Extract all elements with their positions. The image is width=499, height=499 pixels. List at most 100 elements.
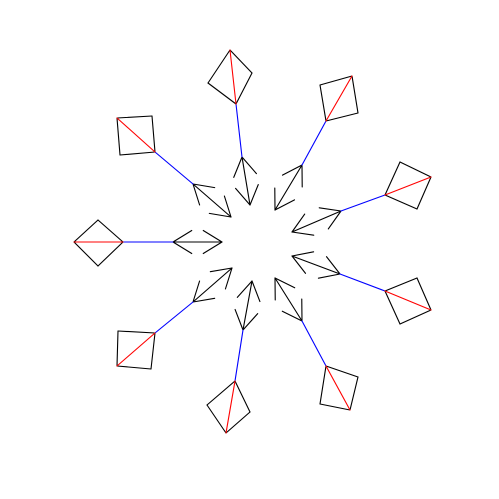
arm-top-right-blue-shaft	[301, 120, 327, 166]
arm-top-right-box-edge-1	[319, 84, 327, 122]
arm-bottom-left-arrow-shaft	[192, 267, 233, 303]
arm-top-left-blue-shaft	[154, 151, 194, 185]
arm-right-lower-box-edge-4	[384, 277, 418, 292]
arm-bottom-arrow-shaft	[242, 280, 253, 331]
arm-right-lower-blue-shaft	[339, 273, 386, 292]
arm-left-box-edge-1	[97, 219, 124, 243]
arm-right-lower-arrow-outer-head-left	[325, 256, 341, 275]
arm-left	[73, 219, 223, 267]
arm-bottom-left-arrow-inner-head-right	[224, 267, 233, 290]
arm-bottom-left-box-edge-2	[116, 330, 119, 367]
arm-top-left-arrow-inner-head-left	[223, 195, 232, 218]
arm-right-lower	[291, 251, 432, 325]
arm-bottom-right-box-edge-4	[325, 365, 359, 378]
arm-bottom-box-edge-3	[225, 411, 251, 434]
arm-right-lower-arrow-shaft	[291, 255, 341, 275]
arm-bottom-arrow-outer-head-left	[242, 313, 259, 331]
arm-right-upper-arrow-inner-head-right	[291, 213, 306, 233]
arm-right-upper-red-diagonal	[384, 176, 432, 196]
arm-top-left-box-edge-2	[116, 117, 121, 156]
arm-right-lower-arrow-outer-head-right	[317, 273, 341, 279]
arm-top-box-edge-3	[229, 49, 253, 74]
arm-left-box-edge-3	[73, 241, 99, 267]
arm-right-lower-arrow-inner-head-left	[291, 255, 307, 274]
arm-bottom-right-arrow-shaft	[274, 277, 303, 322]
arm-top-left-red-diagonal	[116, 117, 156, 153]
arm-bottom-left	[116, 267, 233, 370]
arm-top-box-edge-2	[207, 49, 231, 84]
arm-bottom-left-box-edge-4	[150, 332, 156, 370]
arm-bottom-box-edge-1	[206, 380, 236, 406]
arm-group	[73, 49, 432, 434]
arm-top-left-box-edge-1	[119, 151, 156, 156]
arm-top-right-box-edge-2	[319, 75, 353, 86]
arm-top-left-arrow-shaft	[192, 183, 232, 218]
arm-left-arrow-inner-head-right	[202, 241, 223, 255]
arm-top-left-box-edge-3	[116, 115, 153, 119]
arm-top-arrow-outer-head-left	[233, 156, 243, 178]
arm-bottom-right-arrow-outer-head-right	[281, 310, 303, 322]
arm-bottom-box-edge-4	[234, 380, 251, 413]
arm-top-left-arrow-outer-head-left	[192, 183, 201, 206]
arm-top-right-red-diagonal	[325, 75, 353, 122]
arm-right-upper-blue-shaft	[340, 194, 386, 212]
arm-right-lower-box-edge-3	[416, 277, 432, 311]
arm-top-box-edge-4	[235, 72, 253, 105]
arm-right-upper-arrow-inner-head-left	[291, 231, 315, 236]
arm-top-red-diagonal	[229, 49, 237, 105]
arm-top-arrow-shaft	[241, 156, 251, 206]
arm-right-upper-arrow-outer-head-right	[327, 210, 342, 230]
arm-right-upper	[291, 161, 432, 236]
arm-top-right-box-edge-3	[351, 75, 359, 114]
arm-right-lower-box-edge-2	[399, 309, 432, 325]
arm-bottom-left-arrow-inner-head-left	[209, 267, 233, 273]
arm-bottom	[206, 280, 261, 434]
arm-top-blue-shaft	[235, 103, 243, 158]
arm-bottom-red-diagonal	[225, 380, 236, 434]
arm-left-box-edge-2	[73, 219, 99, 243]
arm-bottom-right-blue-shaft	[301, 320, 327, 367]
arm-right-lower-box-edge-1	[384, 290, 401, 325]
arm-bottom-arrow-outer-head-right	[234, 308, 244, 331]
arm-right-upper-arrow-outer-head-left	[318, 207, 342, 212]
arm-bottom-right-box-edge-2	[319, 403, 351, 411]
arm-bottom-left-arrow-outer-head-left	[192, 297, 216, 303]
arm-bottom-right-box-edge-3	[349, 376, 359, 411]
arm-bottom-right-red-diagonal	[325, 365, 351, 411]
arm-top-left-arrow-outer-head-right	[192, 183, 216, 189]
arm-bottom-arrow-inner-head-right	[251, 280, 261, 303]
arm-right-lower-arrow-inner-head-right	[291, 251, 315, 257]
arm-bottom-left-box-edge-1	[117, 330, 156, 334]
arm-left-arrow-outer-head-right	[172, 229, 193, 243]
arm-right-lower-red-diagonal	[384, 290, 432, 311]
arm-right-upper-arrow-shaft	[291, 210, 342, 233]
arm-top-right-arrow-inner-head-left	[274, 199, 296, 211]
arm-bottom-left-arrow-outer-head-right	[192, 280, 201, 303]
arm-bottom-left-box-edge-3	[116, 365, 152, 370]
arm-top-right-arrow-shaft	[274, 164, 303, 211]
arm-left-box-edge-4	[97, 241, 124, 267]
arm-bottom-blue-shaft	[234, 329, 244, 382]
arm-top-right-box-edge-4	[325, 112, 359, 122]
arm-right-upper-box-edge-2	[399, 161, 432, 178]
arm-bottom-left-blue-shaft	[154, 301, 194, 334]
arm-top-arrow-outer-head-right	[241, 156, 257, 175]
arm-right-upper-box-edge-3	[416, 176, 432, 210]
arm-top-left-arrow-inner-head-right	[208, 212, 232, 218]
arm-bottom-right	[274, 277, 359, 411]
arm-top	[207, 49, 259, 206]
arm-left-arrow-outer-head-left	[172, 241, 193, 255]
arm-top-right-arrow-outer-head-left	[281, 164, 303, 176]
arm-top-arrow-inner-head-right	[235, 187, 251, 206]
arm-top-right	[274, 75, 359, 211]
arm-right-upper-box-edge-4	[384, 194, 418, 210]
arm-top-arrow-inner-head-left	[249, 184, 259, 206]
arm-bottom-box-edge-2	[206, 404, 227, 434]
arm-top-box-edge-1	[207, 82, 237, 105]
arm-bottom-right-arrow-inner-head-right	[274, 277, 296, 289]
arm-left-arrow-inner-head-left	[202, 229, 223, 243]
arm-top-left	[116, 115, 232, 218]
arm-right-upper-box-edge-1	[384, 161, 401, 196]
arm-top-left-box-edge-4	[151, 115, 156, 153]
